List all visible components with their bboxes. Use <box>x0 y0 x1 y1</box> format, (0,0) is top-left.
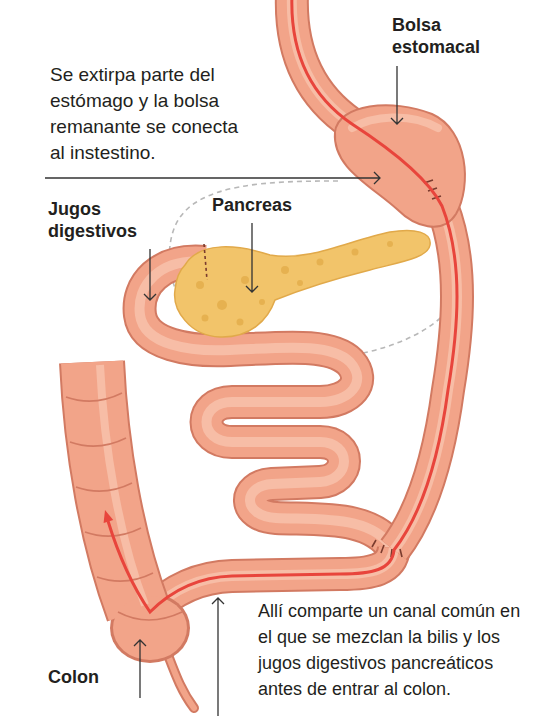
pancreas <box>175 231 430 338</box>
arrow-head <box>104 510 114 523</box>
part-label: Colon <box>48 666 99 688</box>
staple <box>204 244 207 280</box>
part-label: Pancreas <box>212 194 292 216</box>
colon-folds <box>66 393 182 620</box>
cecum-body <box>113 596 187 660</box>
appendix <box>168 655 194 708</box>
leader-line <box>134 640 146 698</box>
leader-line <box>212 598 224 716</box>
part-label: Jugos digestivos <box>48 198 148 242</box>
colon-shape <box>66 362 194 708</box>
part-label: Bolsa estomacal <box>392 14 492 58</box>
colon-band <box>100 365 145 605</box>
leader-line <box>144 249 156 300</box>
appendix <box>168 655 194 708</box>
pancreas-texture <box>196 241 393 326</box>
stomach-pouch <box>335 105 465 226</box>
leader-arrow <box>45 172 380 184</box>
leader-line <box>246 223 258 292</box>
staple-marks <box>204 180 441 557</box>
staple <box>372 540 402 557</box>
leader-line <box>391 66 403 124</box>
note-text: Se extirpa parte del estómago y la bolsa… <box>50 62 250 166</box>
pancreas-shape <box>175 231 430 338</box>
note-text: Allí comparte un canal común en el que s… <box>258 598 526 702</box>
